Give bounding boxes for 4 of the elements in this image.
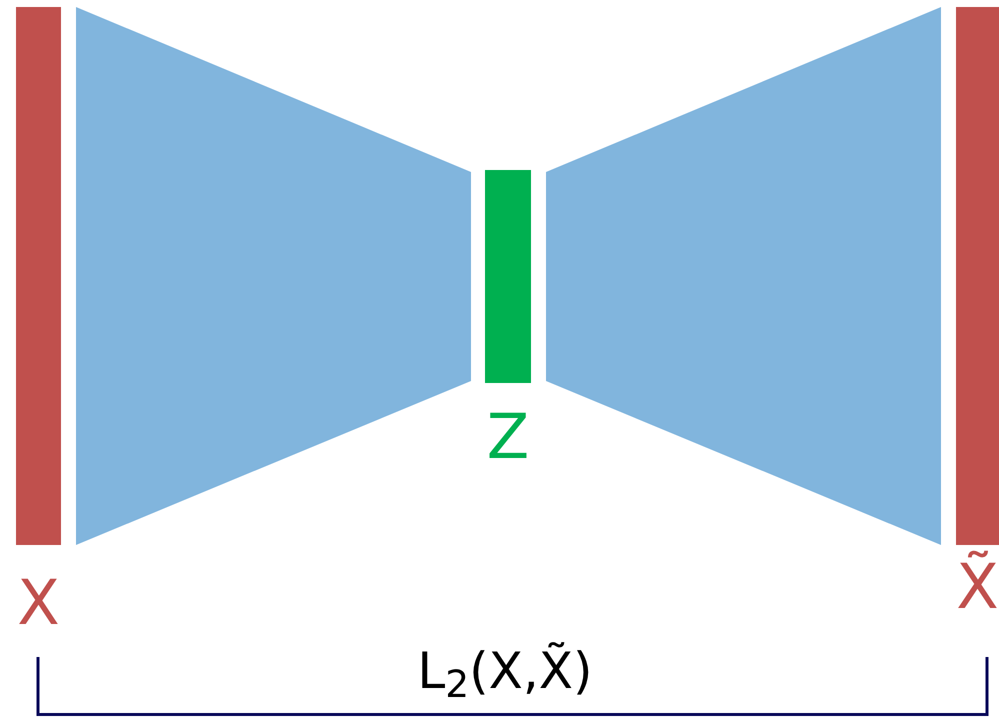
loss-formula: L$_{2}$(X,X̃) [417, 642, 593, 700]
variable-label: X [17, 566, 60, 639]
variable-label: X̃ [956, 550, 999, 623]
variable-label: Z [486, 400, 530, 473]
